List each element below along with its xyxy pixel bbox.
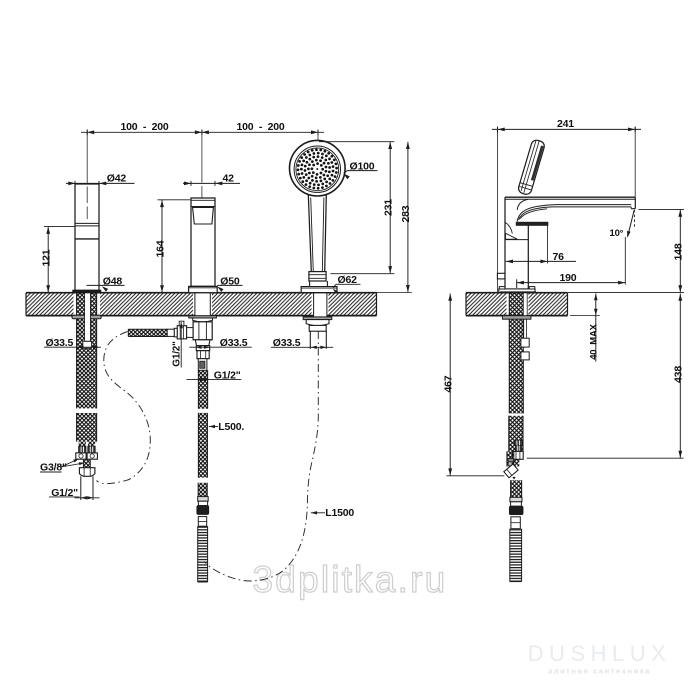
svg-text:3dplitka.ru: 3dplitka.ru: [253, 559, 448, 600]
svg-text:G1/2": G1/2": [214, 369, 241, 381]
svg-text:283: 283: [400, 205, 412, 222]
svg-text:100 - 200: 100 - 200: [120, 121, 168, 133]
svg-text:Ø42: Ø42: [107, 173, 127, 185]
svg-text:241: 241: [557, 118, 574, 130]
svg-text:10°: 10°: [610, 228, 624, 239]
svg-text:DUSHLUX: DUSHLUX: [528, 641, 672, 666]
svg-text:148: 148: [672, 243, 684, 260]
svg-text:Ø50: Ø50: [220, 275, 240, 287]
svg-text:Ø33.5: Ø33.5: [273, 337, 301, 349]
svg-text:100 - 200: 100 - 200: [236, 121, 284, 133]
svg-text:40 MAX: 40 MAX: [588, 323, 599, 359]
svg-text:438: 438: [672, 366, 684, 383]
svg-text:76: 76: [553, 251, 565, 263]
svg-text:467: 467: [442, 375, 454, 392]
svg-text:190: 190: [560, 272, 577, 284]
svg-text:G1/2": G1/2": [51, 487, 78, 499]
svg-text:G3/8": G3/8": [40, 461, 67, 473]
svg-text:Ø62: Ø62: [338, 274, 358, 286]
svg-text:L1500: L1500: [325, 507, 354, 519]
svg-text:элитная сантехника: элитная сантехника: [548, 667, 651, 676]
svg-text:Ø33.5: Ø33.5: [46, 337, 74, 349]
svg-text:42: 42: [223, 173, 235, 185]
svg-text:164: 164: [154, 240, 166, 257]
svg-text:L500.: L500.: [218, 421, 244, 433]
svg-text:Ø100: Ø100: [350, 160, 375, 172]
svg-text:G1/2": G1/2": [172, 341, 183, 367]
svg-text:121: 121: [41, 249, 53, 266]
svg-text:231: 231: [382, 199, 394, 216]
svg-text:Ø33.5: Ø33.5: [220, 337, 248, 349]
svg-text:Ø48: Ø48: [103, 275, 123, 287]
